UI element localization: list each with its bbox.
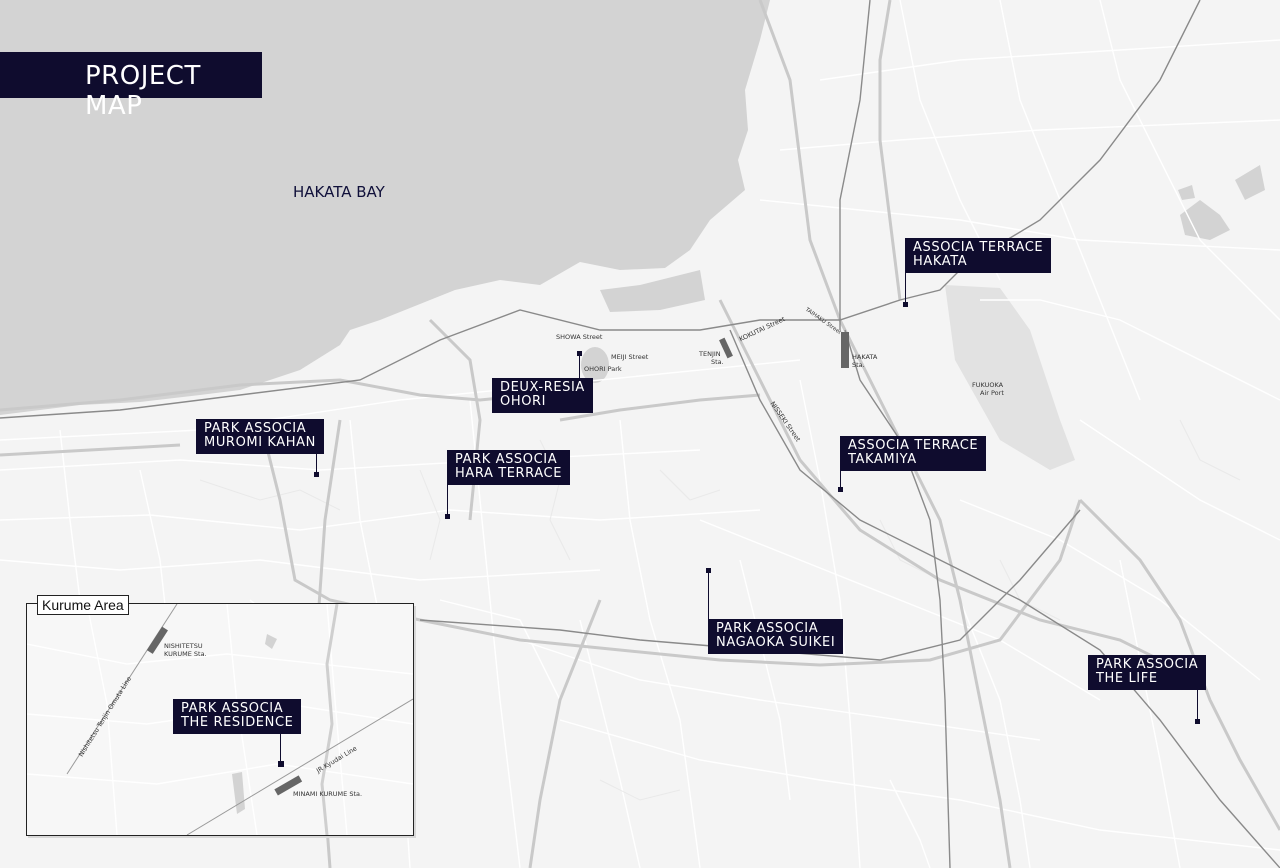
- nishitetsu-kurume-station-marker: [146, 626, 168, 654]
- leader-line: [280, 731, 281, 761]
- leader-line: [579, 356, 580, 378]
- harbor-piers: [600, 270, 705, 312]
- fukuoka-airport-label: FUKUOKA Air Port: [972, 381, 1004, 397]
- leader-line: [708, 573, 709, 619]
- ohori-pond: [581, 347, 609, 383]
- lake-ne-3: [1178, 185, 1195, 200]
- pin-park-associa-the-life[interactable]: [1195, 719, 1200, 724]
- hakata-sta-label: HAKATA Sta.: [852, 353, 878, 369]
- tenjin-sta-label: TENJIN Sta.: [699, 350, 724, 366]
- kurume-area-title: Kurume Area: [37, 595, 129, 615]
- pin-park-associa-muromi-kahan[interactable]: [314, 472, 319, 477]
- minami-kurume-station-marker: [274, 775, 303, 796]
- hakata-station-marker: [841, 332, 849, 368]
- minami-kurume-label: MINAMI KURUME Sta.: [293, 790, 363, 798]
- leader-line: [905, 270, 906, 302]
- pin-park-associa-nagaoka-suikei[interactable]: [706, 568, 711, 573]
- leader-line: [316, 451, 317, 473]
- leader-line: [1197, 687, 1198, 719]
- pin-park-associa-the-residence[interactable]: [278, 761, 284, 767]
- bay-lower-left: [0, 300, 60, 365]
- leader-line: [840, 468, 841, 487]
- pin-associa-terrace-takamiya[interactable]: [838, 487, 843, 492]
- hakata-bay: [0, 0, 770, 415]
- pin-park-associa-hara-terrace[interactable]: [445, 514, 450, 519]
- jr-line: [186, 698, 413, 835]
- meiji-street-label: MEIJI Street: [611, 353, 649, 361]
- lake-ne-2: [1235, 165, 1265, 200]
- kurume-inset-map[interactable]: Nishitetsu Tenjin Omuta Line NISHITETSU …: [26, 603, 414, 836]
- hakata-bay-label: HAKATA BAY: [293, 183, 385, 201]
- pin-associa-terrace-hakata[interactable]: [903, 302, 908, 307]
- title-text: PROJECT MAP: [85, 61, 201, 121]
- nishitetsu-kurume-label: NISHITETSU KURUME Sta.: [164, 642, 207, 658]
- leader-line: [447, 482, 448, 515]
- showa-street-label: SHOWA Street: [556, 333, 603, 341]
- project-map-title: PROJECT MAP: [0, 52, 262, 121]
- tenjin-station-marker: [719, 337, 733, 359]
- airport-area: [945, 285, 1075, 470]
- lake-ne-1: [1180, 200, 1230, 240]
- ohori-park-label: OHORI Park: [584, 365, 622, 373]
- pin-deux-resia-ohori[interactable]: [577, 351, 582, 356]
